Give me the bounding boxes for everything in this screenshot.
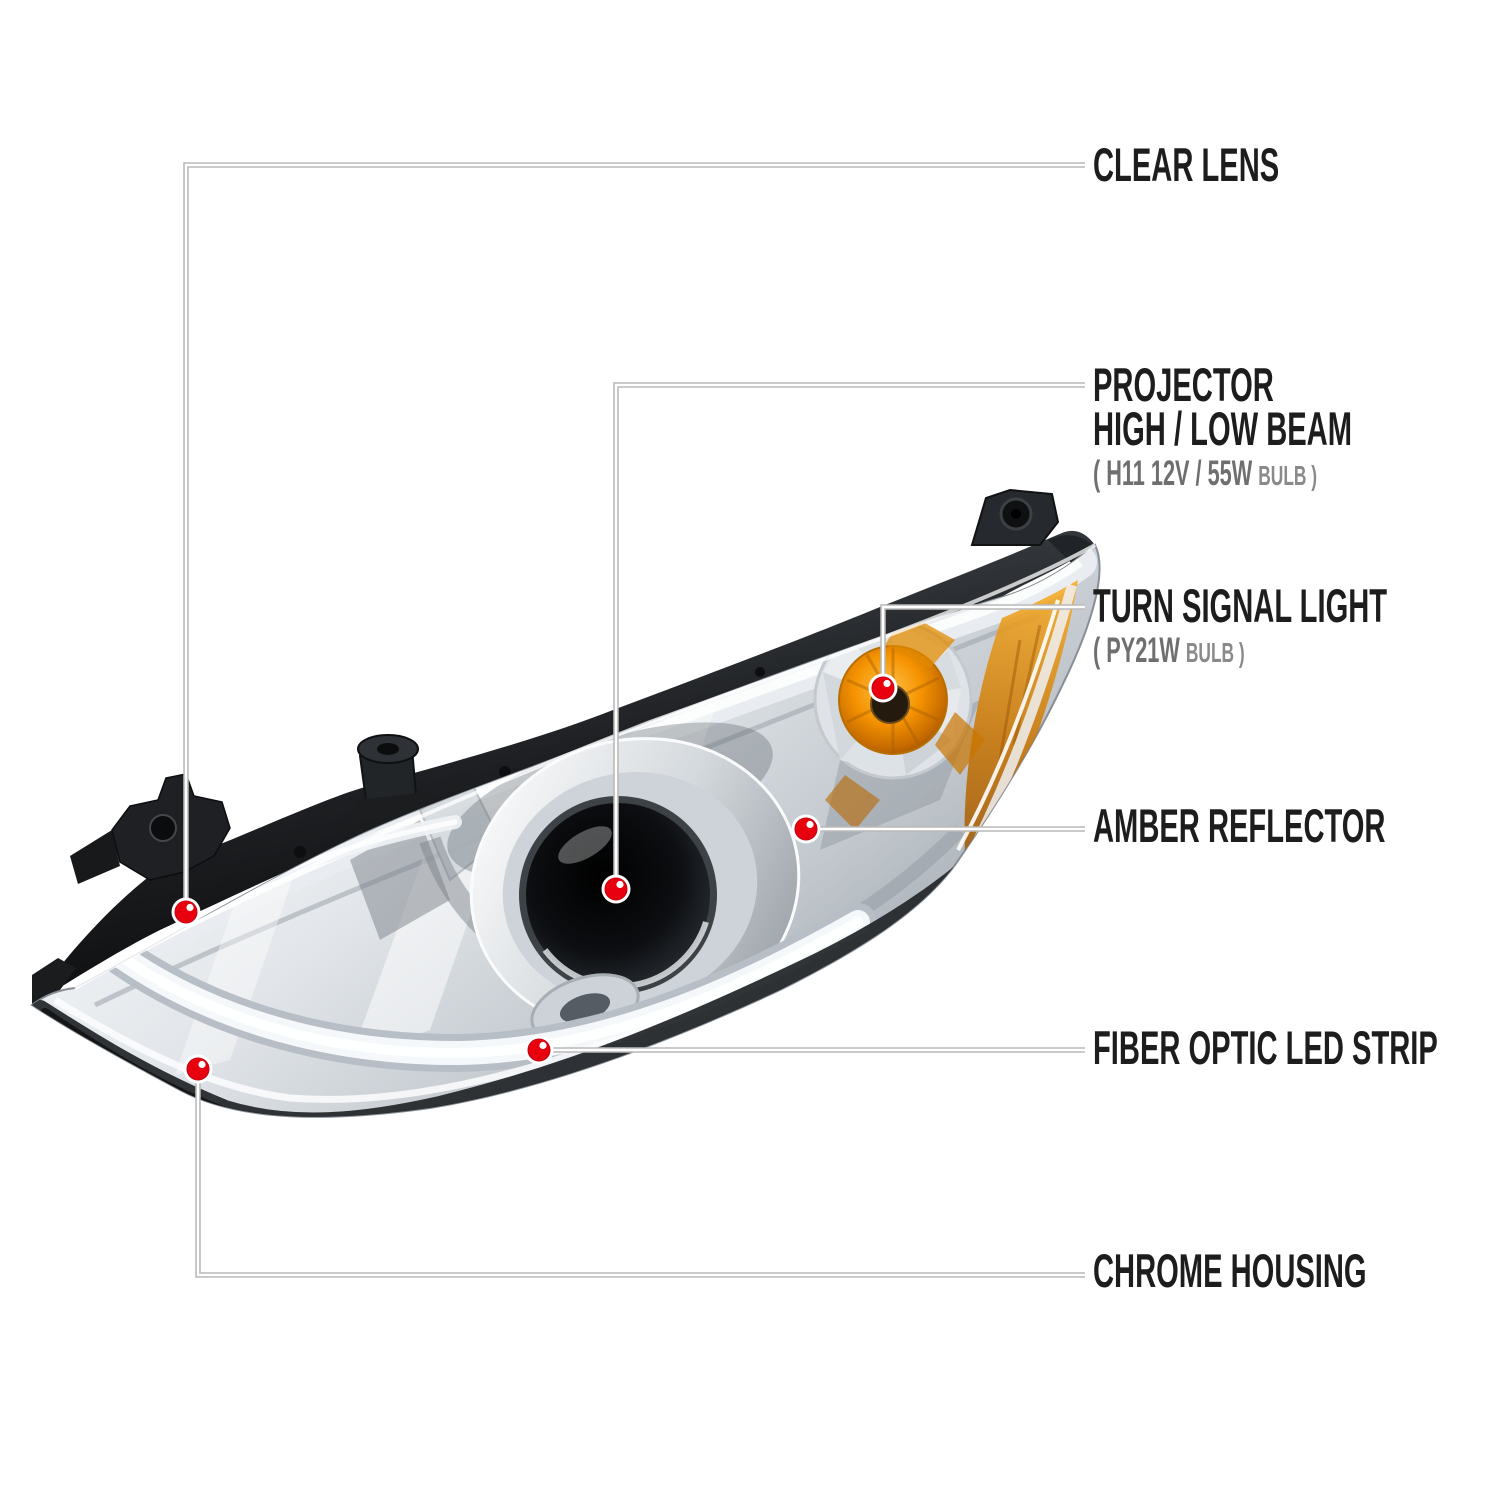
turn-signal-assembly <box>813 612 985 830</box>
mounting-tab-top-right <box>970 488 1060 546</box>
callout-chrome-housing-label: CHROME HOUSING <box>1093 1244 1367 1297</box>
dot-projector <box>601 874 631 904</box>
callout-projector-spec-small: BULB ) <box>1258 460 1318 491</box>
callout-fiber-optic-led-strip: FIBER OPTIC LED STRIP <box>1093 1021 1500 1074</box>
connector-turn-signal <box>880 604 1085 688</box>
callout-projector-spec: ( H11 12V / 55W BULB ) <box>1093 451 1352 499</box>
connector-chrome-housing <box>195 1069 1085 1278</box>
callout-turn-signal-spec: ( PY21W BULB ) <box>1093 628 1387 676</box>
callout-clear-lens: CLEAR LENS <box>1093 138 1393 191</box>
lens-top-edge-highlight <box>74 543 1096 990</box>
dot-turn-signal <box>868 673 898 703</box>
connector-clear-lens <box>183 162 1085 912</box>
callout-amber-reflector: AMBER REFLECTOR <box>1093 799 1500 852</box>
callout-projector-spec-main: ( H11 12V / 55W <box>1093 454 1253 493</box>
callout-turn-signal-spec-main: ( PY21W <box>1093 631 1180 670</box>
headlight-illustration <box>30 488 1101 1118</box>
callout-amber-reflector-label: AMBER REFLECTOR <box>1093 799 1386 852</box>
callout-turn-signal-light: TURN SIGNAL LIGHT ( PY21W BULB ) <box>1093 579 1500 676</box>
callout-projector-label: PROJECTOR <box>1093 358 1274 411</box>
mounting-bracket-left <box>70 773 231 884</box>
callout-connectors <box>183 162 1085 1278</box>
callout-turn-signal-label: TURN SIGNAL LIGHT <box>1093 579 1388 632</box>
dot-amber-reflector <box>791 814 821 844</box>
callout-dots <box>171 673 898 1084</box>
callout-projector-label-line2: HIGH / LOW BEAM <box>1093 402 1353 455</box>
callout-projector-high-low-beam: PROJECTOR HIGH / LOW BEAM ( H11 12V / 55… <box>1093 358 1500 499</box>
dot-clear-lens <box>171 897 201 927</box>
callout-fiber-optic-label: FIBER OPTIC LED STRIP <box>1093 1021 1438 1074</box>
callout-chrome-housing: CHROME HOUSING <box>1093 1244 1500 1297</box>
callout-clear-lens-label: CLEAR LENS <box>1093 138 1280 191</box>
callout-turn-signal-spec-small: BULB ) <box>1185 637 1245 668</box>
dot-chrome-housing <box>183 1054 213 1084</box>
dot-fiber-optic <box>524 1035 554 1065</box>
connector-projector <box>613 382 1085 889</box>
